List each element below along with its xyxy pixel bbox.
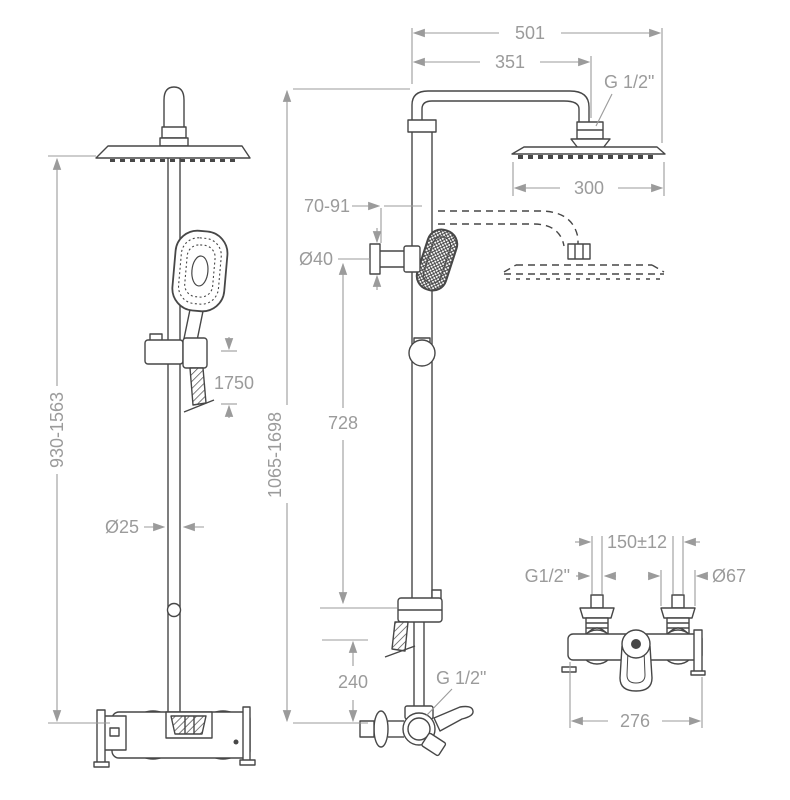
label-inlet-thread: G1/2" bbox=[525, 566, 570, 586]
mixer-inlet-side bbox=[359, 720, 375, 738]
shower-arm bbox=[407, 90, 590, 133]
label-head-width: 300 bbox=[574, 178, 604, 198]
left-inlet-valve bbox=[579, 594, 615, 636]
side-view bbox=[359, 90, 666, 757]
dim-height-range-side bbox=[282, 88, 410, 724]
label-wall-clearance: 70-91 bbox=[304, 196, 350, 216]
bath-spout-side bbox=[433, 705, 474, 732]
label-head-thread: G 1/2" bbox=[604, 72, 654, 92]
hand-shower-front bbox=[171, 229, 229, 343]
cap-collar bbox=[161, 126, 187, 139]
shower-hose-front bbox=[183, 367, 215, 413]
column-joint bbox=[166, 602, 182, 618]
dim-overall-depth bbox=[411, 28, 663, 143]
leader-head-thread bbox=[595, 93, 613, 127]
dim-body-width bbox=[569, 662, 703, 728]
dimension-linework bbox=[48, 28, 708, 728]
label-upper-column: 728 bbox=[328, 413, 358, 433]
dim-escutcheon-diameter bbox=[648, 570, 708, 606]
mixer-flange-side bbox=[373, 710, 389, 748]
head-mount bbox=[159, 137, 189, 147]
label-body-width: 276 bbox=[620, 711, 650, 731]
label-height-range-side: 1065-1698 bbox=[265, 412, 285, 498]
dim-outlet-length bbox=[322, 639, 368, 723]
wall-bracket bbox=[369, 243, 421, 275]
dim-upper-column bbox=[320, 262, 397, 609]
leader-outlet-thread bbox=[425, 688, 453, 717]
dim-hose-length bbox=[221, 337, 237, 418]
slider-bracket-front bbox=[144, 333, 208, 369]
right-flange-detail bbox=[693, 629, 703, 674]
dim-inlet-spacing bbox=[575, 536, 700, 594]
mixer-side bbox=[359, 705, 474, 757]
dim-arm-depth bbox=[412, 56, 592, 118]
slider-knob-side bbox=[408, 337, 436, 367]
dim-bracket-diameter bbox=[338, 228, 382, 290]
label-bracket-diameter: Ø40 bbox=[299, 249, 333, 269]
label-height-range-front: 930-1563 bbox=[47, 392, 67, 468]
rain-head-front bbox=[95, 145, 251, 162]
dim-head-width bbox=[512, 162, 665, 196]
label-overall-depth: 501 bbox=[515, 23, 545, 43]
label-inlet-spacing: 150±12 bbox=[607, 532, 667, 552]
label-arm-depth: 351 bbox=[495, 52, 525, 72]
hand-shower-side bbox=[415, 228, 459, 292]
label-pipe-diameter: Ø25 bbox=[105, 517, 139, 537]
mixer-front bbox=[93, 706, 256, 768]
front-view bbox=[93, 86, 256, 768]
label-outlet-length: 240 bbox=[338, 672, 368, 692]
label-hose-length: 1750 bbox=[214, 373, 254, 393]
phantom-head-connector bbox=[567, 243, 591, 260]
label-outlet-thread: G 1/2" bbox=[436, 668, 486, 688]
phantom-arm-position bbox=[438, 210, 665, 280]
part-linework bbox=[93, 86, 706, 768]
dimension-labels: 930-1563 1750 Ø25 1065-1698 501 351 G 1/… bbox=[47, 23, 746, 731]
mixer-lever-side bbox=[421, 732, 447, 757]
right-flange bbox=[242, 706, 251, 765]
hose-stub-side bbox=[391, 621, 409, 652]
mixer-detail-view bbox=[561, 594, 706, 692]
left-flange bbox=[96, 709, 106, 767]
column-outlet-clamp bbox=[384, 589, 443, 708]
dim-height-range-front bbox=[48, 155, 110, 724]
right-inlet-valve bbox=[660, 594, 696, 636]
rain-head-side bbox=[511, 121, 666, 159]
label-escutcheon-diameter: Ø67 bbox=[712, 566, 746, 586]
